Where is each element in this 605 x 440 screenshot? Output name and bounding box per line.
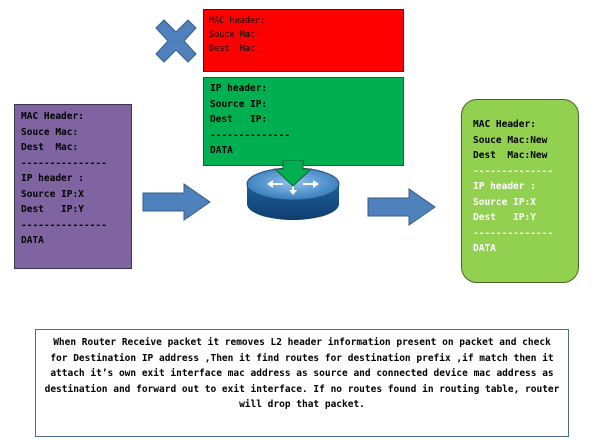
incoming-dest-ip: Dest IP:Y [21,204,84,215]
removed-dest-mac: Dest Mac: [209,44,261,54]
incoming-mac-header: MAC Header: [21,111,84,122]
removed-mac-header: MAC Header: [209,16,266,26]
incoming-dest-mac: Dest Mac: [21,142,79,153]
ip-data: DATA [210,145,233,156]
ip-dest-ip: Dest IP: [210,114,268,125]
incoming-separator: --------------- [21,157,107,169]
outgoing-source-ip: Source IP:X [473,196,536,208]
outgoing-separator: -------------- [473,165,554,177]
ip-packet-box: IP header: Source IP: Dest IP: ---------… [203,77,404,166]
x-mark-icon [155,19,197,63]
outgoing-separator: -------------- [473,227,554,239]
removed-l2-header-box: MAC Header: Souce Mac: Dest Mac: [203,9,404,72]
outgoing-data: DATA [473,243,496,254]
ip-header: IP header: [210,83,268,94]
right-arrow-icon [367,188,436,226]
incoming-source-ip: Source IP:X [21,188,84,200]
outgoing-source-mac: Souce Mac:New [473,134,548,146]
right-arrow-icon [142,183,211,221]
ip-separator: -------------- [210,129,291,141]
outgoing-mac-header: MAC Header: [473,119,536,130]
outgoing-ip-header: IP header : [473,181,536,192]
ip-source-ip: Source IP: [210,98,268,110]
outgoing-dest-ip: Dest IP:Y [473,212,536,223]
router-icon [246,160,340,220]
incoming-ip-header: IP header : [21,173,84,184]
outgoing-packet-box: MAC Header: Souce Mac:New Dest Mac:New -… [461,99,579,283]
incoming-data: DATA [21,235,44,246]
incoming-packet-box: MAC Header: Souce Mac: Dest Mac: -------… [14,104,132,269]
removed-source-mac: Souce Mac: [209,30,261,40]
outgoing-dest-mac: Dest Mac:New [473,150,548,161]
explanation-caption: When Router Receive packet it removes L2… [35,329,569,437]
incoming-separator: --------------- [21,219,107,231]
incoming-source-mac: Souce Mac: [21,126,79,138]
